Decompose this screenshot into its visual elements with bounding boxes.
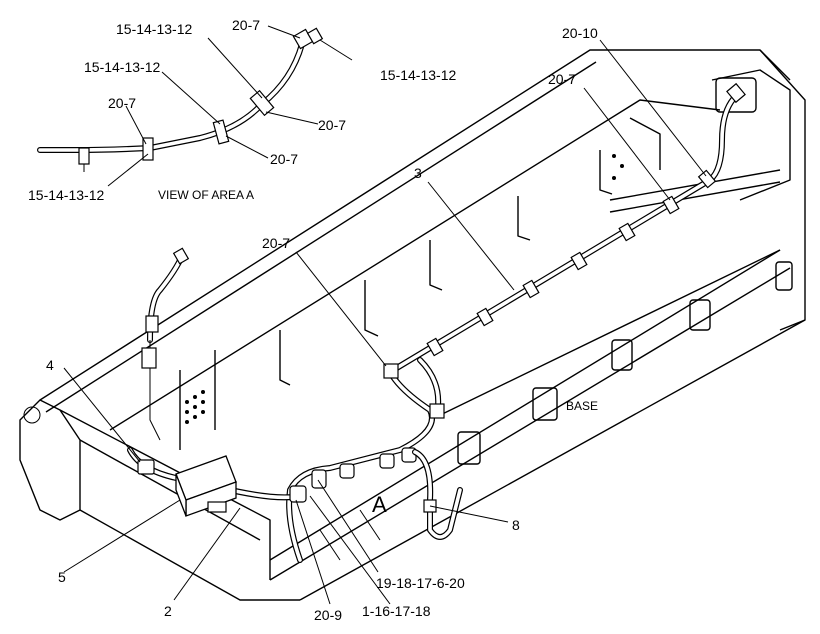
callout-5: 5 [58, 569, 66, 585]
callout-labels: 15-14-13-12 20-7 15-14-13-12 15-14-13-12… [28, 17, 598, 623]
callout-15-14-13-12-left: 15-14-13-12 [84, 59, 160, 75]
callout-3: 3 [414, 165, 422, 181]
callout-1-16-17-18: 1-16-17-18 [362, 603, 431, 619]
clip-right [249, 89, 275, 117]
callout-8: 8 [512, 517, 520, 533]
clip-left [142, 137, 154, 161]
area-a-marker: A [372, 492, 387, 517]
main-leader-lines [63, 39, 707, 605]
callout-2: 2 [164, 603, 172, 619]
callout-20-7-mid-lower: 20-7 [270, 151, 298, 167]
base-label: BASE [566, 399, 598, 413]
line-3-clips [426, 169, 717, 357]
base-frame [19, 49, 806, 601]
detail-view-area-a [37, 25, 353, 187]
callout-15-14-13-12-right: 15-14-13-12 [380, 67, 456, 83]
callout-20-7-frame-center: 20-7 [262, 235, 290, 251]
control-valve-box [175, 455, 237, 517]
view-of-area-a-caption: VIEW OF AREA A [158, 188, 254, 202]
callout-20-9: 20-9 [314, 607, 342, 623]
callout-19-18-17-6-20: 19-18-17-6-20 [376, 575, 465, 591]
callout-4: 4 [46, 357, 54, 373]
callout-20-7-frame-right: 20-7 [548, 71, 576, 87]
clip-center [212, 119, 230, 145]
callout-15-14-13-12-top: 15-14-13-12 [116, 21, 192, 37]
callout-15-14-13-12-bottom: 15-14-13-12 [28, 187, 104, 203]
callout-20-7-mid-right: 20-7 [318, 117, 346, 133]
callout-20-7-top: 20-7 [232, 17, 260, 33]
hose-assembly [127, 82, 746, 563]
callout-20-10: 20-10 [562, 25, 598, 41]
callout-20-7-left: 20-7 [108, 95, 136, 111]
